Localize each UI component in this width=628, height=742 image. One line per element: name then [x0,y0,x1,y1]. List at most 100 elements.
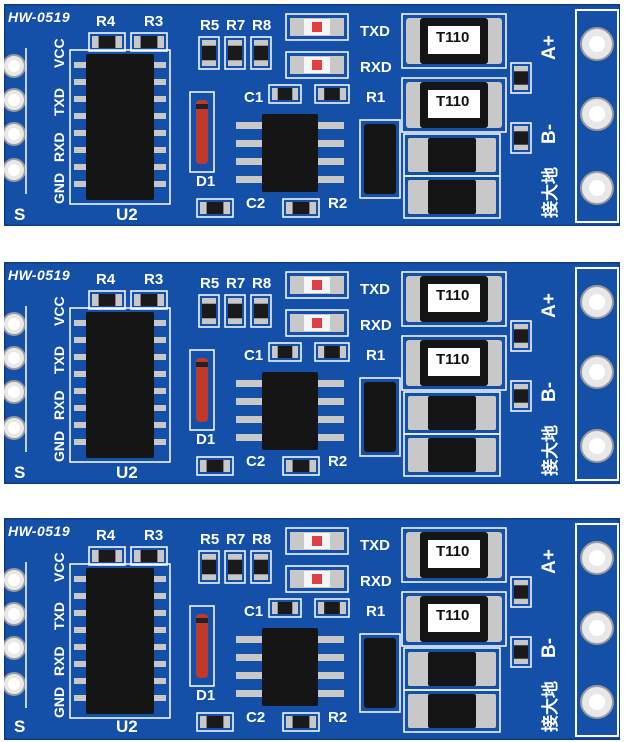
pin-label-rxd: RXD [51,646,67,676]
tvs-outline [359,377,401,457]
ref-c2: C2 [246,709,266,726]
chip-pin [152,147,166,153]
chip-pin [74,147,88,153]
resistor-body [514,71,528,85]
ref-c1: C1 [244,347,264,364]
diode-body [428,694,476,728]
led-outline [285,13,349,41]
smd-resistor [314,342,350,362]
led-outline [285,309,349,337]
chip-body [262,372,318,450]
resistor-outline [510,62,532,94]
chip-body [262,114,318,192]
ref-r4: R4 [96,13,116,30]
chip-pin [236,416,266,423]
smd-resistor [198,36,220,70]
resistor-body [292,716,310,728]
signal-label-rxd: RXD [360,317,392,334]
diode-outline [403,689,501,733]
resistor-body [324,88,340,100]
diode-body [196,614,208,678]
ref-s: S [14,717,26,736]
resistor-outline [130,290,168,310]
smd-resistor [510,636,532,668]
ref-u2: U2 [116,717,138,736]
diode-body [428,438,476,472]
chip-body [86,568,154,714]
chip-pin [314,122,344,129]
thyristor-label-plate [428,90,480,118]
board-graphics [4,518,620,740]
resistor-body [277,346,293,358]
resistor-outline [130,546,168,566]
smd-resistor [510,320,532,352]
d1-diode [189,605,215,687]
protection-diodes [403,391,501,477]
chip-outline [69,49,171,205]
ref-r8: R8 [252,17,272,34]
signal-label-txd: TXD [360,23,390,40]
ref-s: S [14,463,26,482]
chip-pin [74,576,88,582]
chip-pin [236,158,266,165]
header-hole [8,574,20,586]
resistor-body [228,45,242,61]
chip-pin [74,96,88,102]
tvs-body [364,638,396,708]
resistor-outline [130,32,168,52]
resistor-body [140,550,158,562]
pcb-model-label: HW-0519 [8,267,71,283]
terminal-hole [589,36,605,52]
resistor-body [324,602,340,614]
terminal-label-b: B- [539,123,560,144]
chip-pin [236,398,266,405]
chip-pin [236,380,266,387]
board-graphics [4,4,620,226]
chip-pin [74,320,88,326]
chip-pin [74,644,88,650]
ref-r1: R1 [366,603,386,620]
transistor-marking-bottom: T110 [436,607,470,624]
chip-pin [74,164,88,170]
pin-label-gnd: GND [51,430,67,462]
ref-r5: R5 [200,531,220,548]
diode-band [196,362,208,367]
diode-band [196,104,208,109]
chip-pin [152,695,166,701]
resistor-outline [196,198,234,218]
header-hole [8,164,20,176]
pin-label-rxd: RXD [51,132,67,162]
u2-chip [69,563,171,719]
thyristor-outline [401,13,507,69]
thyristor-outline [401,527,507,583]
pin-label-vcc: VCC [51,38,67,68]
smd-resistor [130,546,168,566]
u1-chip [236,114,344,192]
smd-resistor [268,84,302,104]
ref-d1: D1 [196,687,216,704]
resistor-outline [224,550,246,584]
u1-chip [236,628,344,706]
pin-label-gnd: GND [51,172,67,204]
resistor-outline [282,712,320,732]
chip-pin [74,130,88,136]
smd-resistor [314,84,350,104]
ref-r3: R3 [144,13,164,30]
smd-resistor [282,198,320,218]
chip-pin [152,661,166,667]
chip-pin [152,354,166,360]
ref-c2: C2 [246,453,266,470]
ref-r5: R5 [200,275,220,292]
earth-ground-label: 接大地 [541,425,560,476]
chip-outline [69,307,171,463]
ref-r7: R7 [226,531,246,548]
led-die [312,22,322,32]
thyristor-label-plate [428,26,480,54]
smd-resistor [250,294,272,328]
chip-pin [314,434,344,441]
tvs-diode [359,633,401,713]
earth-ground-label: 接大地 [541,681,560,732]
chip-pin [74,627,88,633]
smd-resistor [268,598,302,618]
resistor-body [514,585,528,599]
